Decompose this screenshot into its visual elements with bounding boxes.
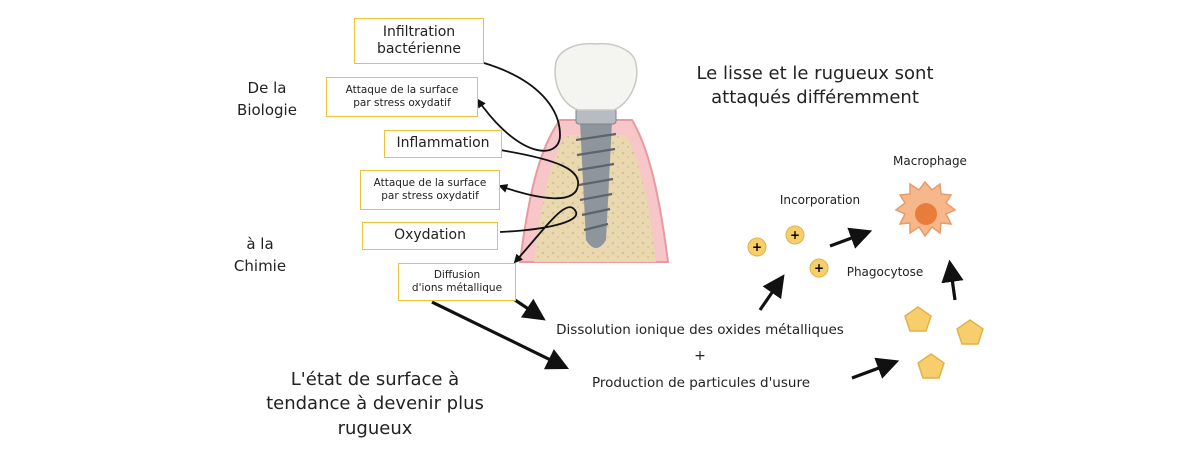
incorporation-label: Incorporation	[779, 193, 861, 207]
production-text: Production de particules d'usure	[591, 375, 811, 391]
phagocytose-label: Phagocytose	[846, 265, 924, 279]
connector-oxidation	[499, 206, 577, 264]
box-attack-1: Attaque de la surface par stress oxydati…	[326, 77, 478, 117]
arrow-diffusion-dissolution	[514, 298, 546, 321]
box-diffusion: Diffusion d'ions métallique	[398, 263, 516, 301]
surface-state-text: L'état de surface à tendance à devenir p…	[266, 369, 484, 439]
wear-particle	[917, 353, 945, 379]
smooth-rough-text: Le lisse et le rugueux sont attaqués dif…	[696, 63, 934, 109]
macrophage-label: Macrophage	[893, 154, 967, 168]
arrow-to-wear-particles	[851, 357, 900, 380]
box-attack-2: Attaque de la surface par stress oxydati…	[360, 170, 500, 210]
ion-particles: + + +	[747, 225, 829, 278]
box-inflammation: Inflammation	[384, 130, 502, 158]
chemistry-label: à la Chimie	[233, 235, 287, 275]
implant-screw	[575, 107, 617, 248]
wear-particle	[956, 319, 984, 345]
ion-particle: +	[785, 225, 805, 245]
wear-particle	[904, 306, 932, 332]
dissolution-text: Dissolution ionique des oxides métalliqu…	[556, 322, 844, 338]
arrow-to-macrophage	[829, 227, 873, 249]
macrophage-cell	[894, 180, 957, 238]
box-oxidation: Oxydation	[362, 222, 498, 250]
plus-sign: +	[694, 348, 706, 364]
implant-illustration	[518, 42, 670, 263]
ion-particle: +	[747, 237, 767, 257]
svg-text:+: +	[814, 261, 824, 275]
arrow-phagocytose	[941, 259, 964, 301]
tooth-crown	[554, 42, 638, 111]
arrow-to-incorporation	[758, 274, 785, 311]
connector-inflammation	[498, 149, 579, 200]
wear-particles	[904, 306, 984, 379]
connector-infiltration	[476, 62, 561, 152]
ion-particle: +	[809, 258, 829, 278]
svg-text:+: +	[790, 228, 800, 242]
arrow-diffusion-production	[431, 300, 570, 370]
biology-label: De la Biologie	[237, 79, 297, 119]
svg-text:+: +	[752, 240, 762, 254]
box-infiltration: Infiltration bactérienne	[354, 18, 484, 64]
